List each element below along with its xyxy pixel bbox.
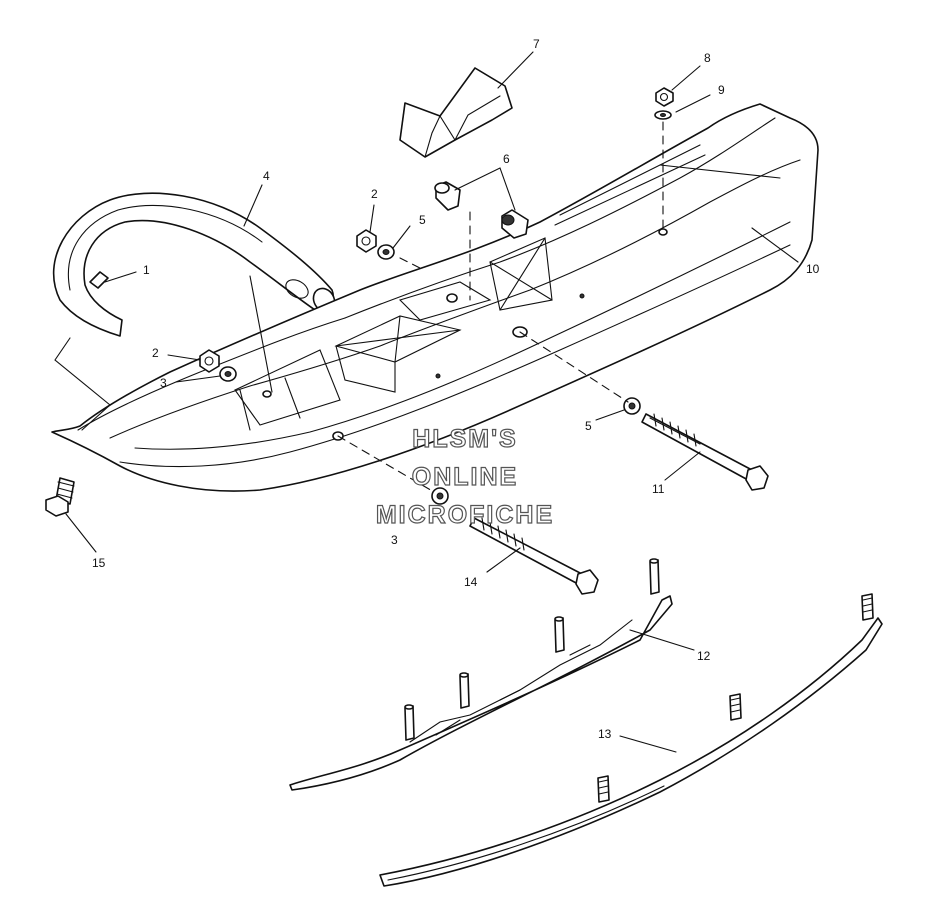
watermark-line-2: ONLINE <box>412 463 518 491</box>
callout-1: 1 <box>143 263 150 277</box>
watermark-line-3: MICROFICHE <box>376 501 554 529</box>
part-6-bushings <box>434 181 529 239</box>
part-3-washer-lower <box>431 487 449 505</box>
callout-labels: 7 8 9 6 2 5 4 1 2 3 10 5 11 3 14 15 12 1… <box>92 37 820 741</box>
callout-2-lower: 2 <box>152 346 159 360</box>
part-8-nut-top <box>655 87 674 107</box>
part-5-washer-upper <box>377 244 395 260</box>
leader-lines <box>54 51 799 753</box>
part-14-bolt <box>469 517 599 595</box>
part-7-bumper-block <box>399 67 513 158</box>
callout-14: 14 <box>464 575 478 589</box>
part-13-carbide-runner <box>379 593 883 887</box>
part-12-wear-bar <box>289 558 673 791</box>
callout-7: 7 <box>533 37 540 51</box>
callout-12: 12 <box>697 649 711 663</box>
part-2-nut-lower <box>199 349 220 373</box>
callout-5-lower: 5 <box>585 419 592 433</box>
callout-3-upper: 3 <box>160 376 167 390</box>
part-15-stud-bolt <box>45 477 75 517</box>
part-10-ski-body <box>51 103 819 492</box>
watermark-line-1: HLSM'S <box>412 425 517 453</box>
callout-15: 15 <box>92 556 106 570</box>
part-2-nut-upper <box>356 229 377 253</box>
callout-10: 10 <box>806 262 820 276</box>
part-4-ski-loop <box>52 192 336 337</box>
callout-5-upper: 5 <box>419 213 426 227</box>
watermark: HLSM'S ONLINE MICROFICHE <box>375 424 554 529</box>
part-3-washer-upper <box>219 366 237 382</box>
callout-11: 11 <box>652 482 665 496</box>
callout-13: 13 <box>598 727 612 741</box>
callout-4: 4 <box>263 169 270 183</box>
callout-3-lower: 3 <box>391 533 398 547</box>
callout-9: 9 <box>718 83 725 97</box>
callout-6: 6 <box>503 152 510 166</box>
part-11-bolt <box>641 413 769 491</box>
part-9-washer-top <box>654 110 672 120</box>
callout-8: 8 <box>704 51 711 65</box>
callout-2-upper: 2 <box>371 187 378 201</box>
